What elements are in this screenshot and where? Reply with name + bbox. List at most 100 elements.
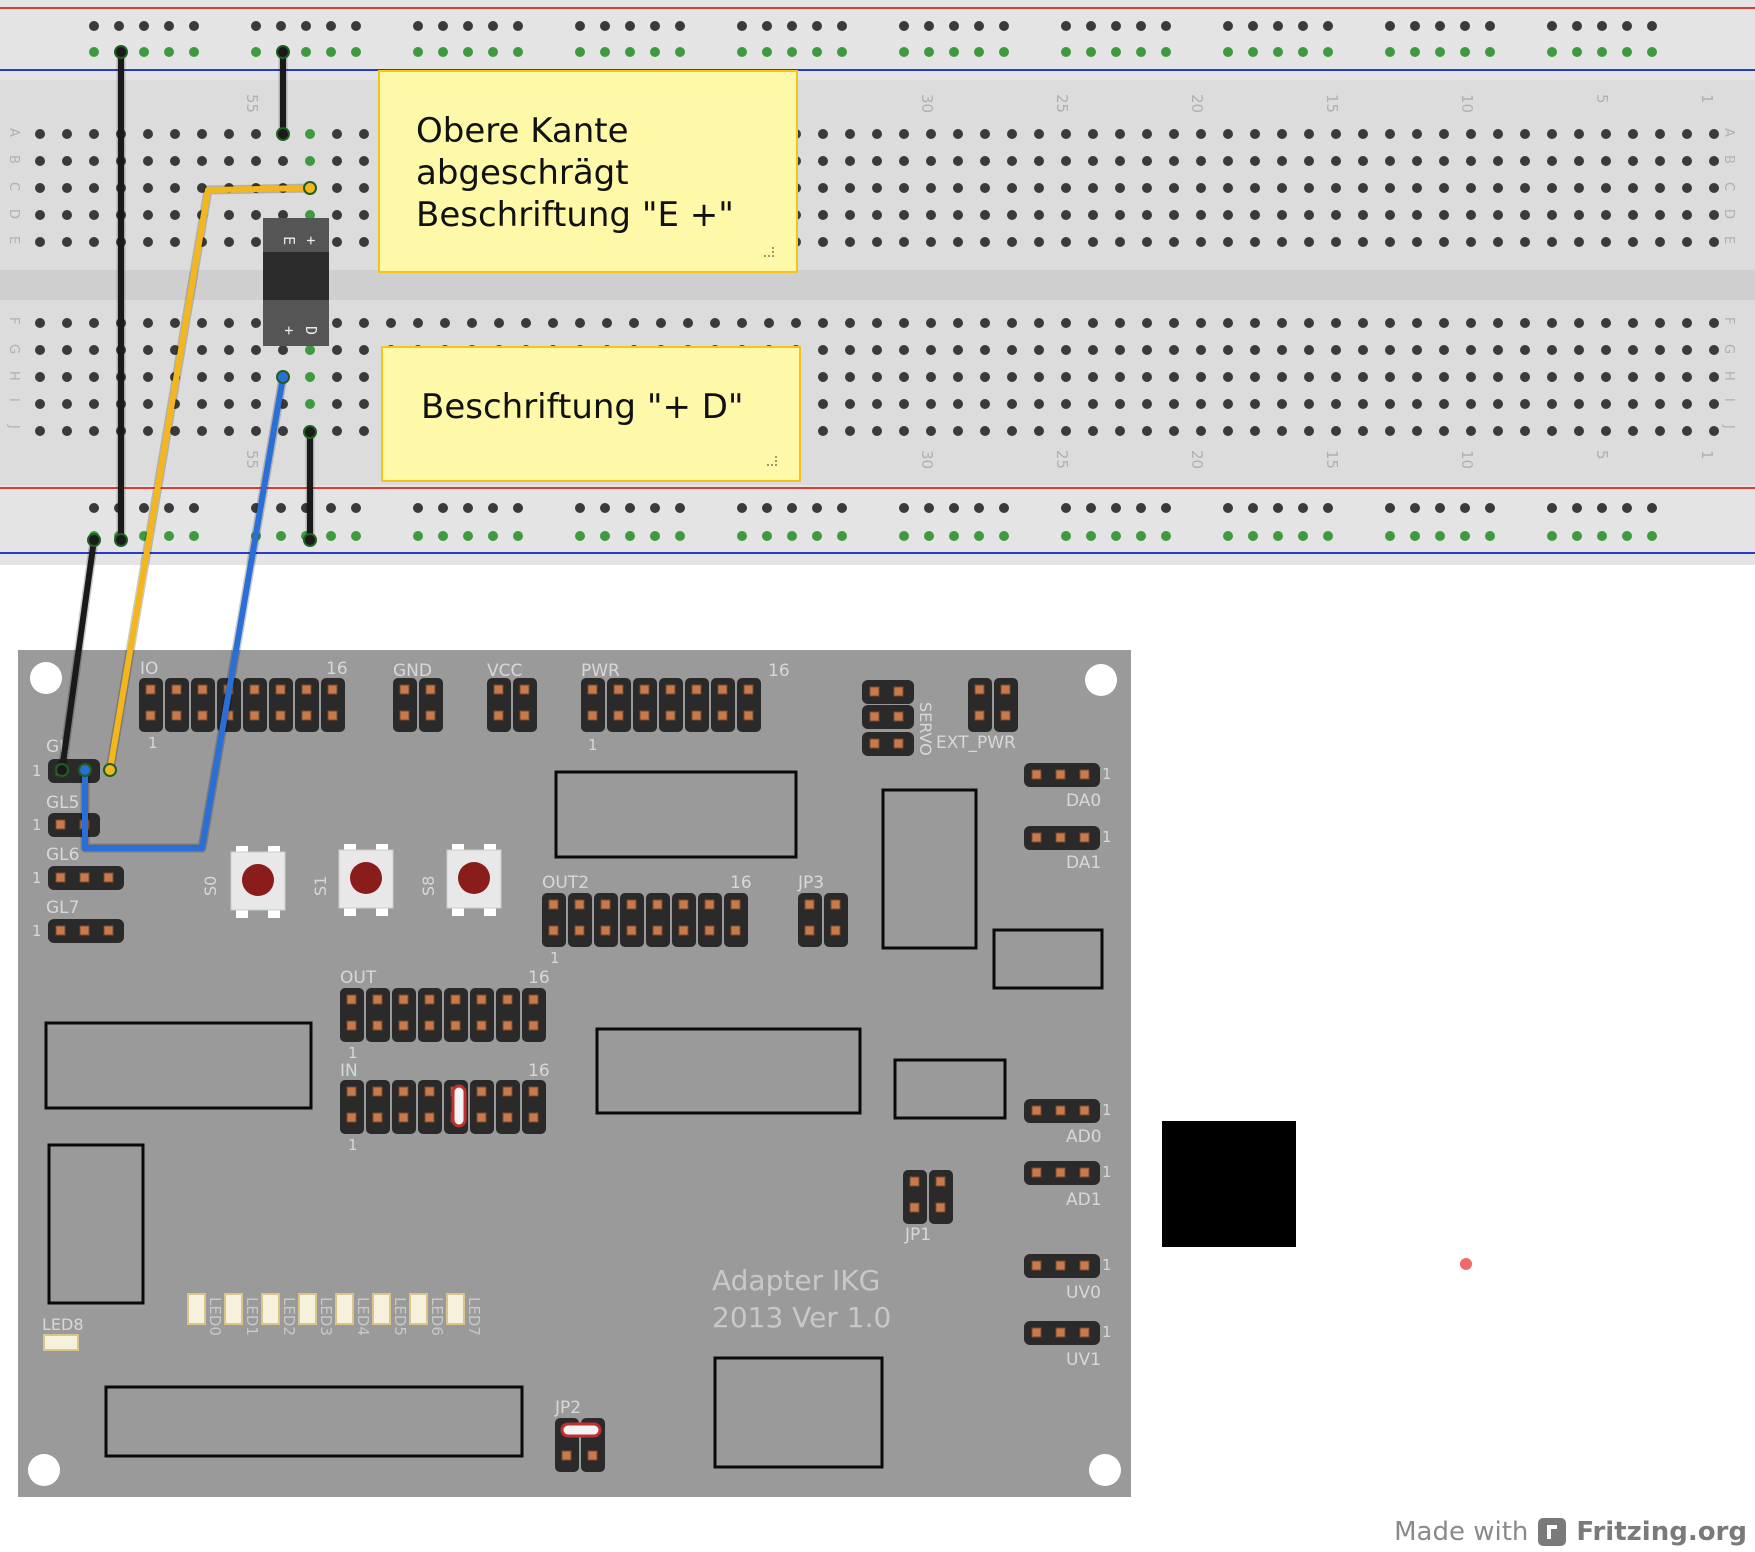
- breadboard-hole[interactable]: [62, 210, 72, 220]
- rail-hole[interactable]: [413, 531, 423, 541]
- breadboard-hole[interactable]: [1250, 183, 1260, 193]
- breadboard-hole[interactable]: [872, 183, 882, 193]
- breadboard-hole[interactable]: [1439, 237, 1449, 247]
- breadboard-hole[interactable]: [143, 237, 153, 247]
- rail-hole[interactable]: [413, 503, 423, 513]
- breadboard-hole[interactable]: [170, 237, 180, 247]
- header-gl5[interactable]: [48, 813, 100, 837]
- breadboard-hole[interactable]: [197, 399, 207, 409]
- breadboard-hole[interactable]: [1466, 372, 1476, 382]
- button-s0[interactable]: [230, 846, 286, 918]
- rail-hole[interactable]: [949, 47, 959, 57]
- breadboard-hole[interactable]: [845, 345, 855, 355]
- breadboard-hole[interactable]: [305, 372, 315, 382]
- breadboard-hole[interactable]: [818, 129, 828, 139]
- breadboard-hole[interactable]: [170, 318, 180, 328]
- breadboard-hole[interactable]: [1385, 372, 1395, 382]
- breadboard-hole[interactable]: [1520, 345, 1530, 355]
- breadboard-hole[interactable]: [197, 129, 207, 139]
- rail-hole[interactable]: [1410, 531, 1420, 541]
- rail-hole[interactable]: [1111, 21, 1121, 31]
- button-s1[interactable]: [338, 844, 394, 916]
- breadboard-hole[interactable]: [143, 318, 153, 328]
- breadboard-hole[interactable]: [1196, 318, 1206, 328]
- rail-hole[interactable]: [1161, 531, 1171, 541]
- rail-hole[interactable]: [899, 21, 909, 31]
- breadboard-hole[interactable]: [1007, 183, 1017, 193]
- breadboard-hole[interactable]: [521, 318, 531, 328]
- rail-hole[interactable]: [812, 47, 822, 57]
- black-square-part[interactable]: [1162, 1121, 1296, 1247]
- rail-hole[interactable]: [837, 47, 847, 57]
- breadboard-hole[interactable]: [656, 318, 666, 328]
- breadboard-hole[interactable]: [1142, 237, 1152, 247]
- breadboard-hole[interactable]: [1250, 399, 1260, 409]
- wire-end[interactable]: [114, 45, 128, 59]
- breadboard-hole[interactable]: [1628, 129, 1638, 139]
- breadboard-hole[interactable]: [1223, 372, 1233, 382]
- breadboard-hole[interactable]: [980, 345, 990, 355]
- breadboard-hole[interactable]: [1709, 237, 1719, 247]
- header-vcc[interactable]: [487, 678, 537, 732]
- breadboard-hole[interactable]: [170, 345, 180, 355]
- breadboard-hole[interactable]: [1493, 129, 1503, 139]
- header-uv1[interactable]: [1024, 1321, 1100, 1345]
- breadboard-hole[interactable]: [1628, 372, 1638, 382]
- breadboard-hole[interactable]: [1466, 426, 1476, 436]
- rail-hole[interactable]: [139, 21, 149, 31]
- breadboard-hole[interactable]: [1007, 129, 1017, 139]
- breadboard-hole[interactable]: [1466, 399, 1476, 409]
- rail-hole[interactable]: [1161, 21, 1171, 31]
- breadboard-hole[interactable]: [170, 210, 180, 220]
- breadboard-hole[interactable]: [1412, 156, 1422, 166]
- breadboard-hole[interactable]: [1493, 426, 1503, 436]
- breadboard-hole[interactable]: [1304, 129, 1314, 139]
- rail-hole[interactable]: [438, 531, 448, 541]
- breadboard-hole[interactable]: [1493, 399, 1503, 409]
- breadboard-hole[interactable]: [953, 129, 963, 139]
- breadboard-hole[interactable]: [872, 345, 882, 355]
- breadboard-hole[interactable]: [1385, 345, 1395, 355]
- wire-end[interactable]: [55, 763, 69, 777]
- rail-hole[interactable]: [438, 47, 448, 57]
- breadboard-hole[interactable]: [1682, 372, 1692, 382]
- breadboard-hole[interactable]: [1061, 129, 1071, 139]
- breadboard-hole[interactable]: [1682, 129, 1692, 139]
- breadboard-hole[interactable]: [1682, 183, 1692, 193]
- rail-hole[interactable]: [762, 47, 772, 57]
- breadboard-hole[interactable]: [251, 372, 261, 382]
- breadboard-hole[interactable]: [1520, 372, 1530, 382]
- breadboard-hole[interactable]: [1331, 426, 1341, 436]
- breadboard-hole[interactable]: [1385, 399, 1395, 409]
- rail-hole[interactable]: [1572, 21, 1582, 31]
- breadboard-hole[interactable]: [1196, 183, 1206, 193]
- button-cap[interactable]: [458, 862, 490, 894]
- breadboard-hole[interactable]: [1439, 183, 1449, 193]
- breadboard-hole[interactable]: [1709, 372, 1719, 382]
- rail-hole[interactable]: [164, 503, 174, 513]
- rail-hole[interactable]: [1323, 531, 1333, 541]
- breadboard-hole[interactable]: [899, 318, 909, 328]
- breadboard-hole[interactable]: [1034, 183, 1044, 193]
- rail-hole[interactable]: [164, 21, 174, 31]
- rail-hole[interactable]: [1136, 531, 1146, 541]
- breadboard-hole[interactable]: [62, 318, 72, 328]
- breadboard-hole[interactable]: [1169, 183, 1179, 193]
- breadboard-hole[interactable]: [1007, 237, 1017, 247]
- breadboard-hole[interactable]: [872, 372, 882, 382]
- breadboard-hole[interactable]: [1142, 156, 1152, 166]
- breadboard-hole[interactable]: [1250, 129, 1260, 139]
- breadboard-hole[interactable]: [1493, 237, 1503, 247]
- breadboard-hole[interactable]: [1304, 156, 1314, 166]
- breadboard-hole[interactable]: [1142, 318, 1152, 328]
- breadboard-hole[interactable]: [170, 156, 180, 166]
- breadboard-hole[interactable]: [359, 183, 369, 193]
- breadboard-hole[interactable]: [305, 210, 315, 220]
- jumper-in[interactable]: [451, 1084, 467, 1128]
- rail-hole[interactable]: [762, 503, 772, 513]
- wire-end[interactable]: [276, 45, 290, 59]
- breadboard-hole[interactable]: [1601, 237, 1611, 247]
- rail-hole[interactable]: [488, 47, 498, 57]
- breadboard-hole[interactable]: [332, 210, 342, 220]
- breadboard-hole[interactable]: [1223, 345, 1233, 355]
